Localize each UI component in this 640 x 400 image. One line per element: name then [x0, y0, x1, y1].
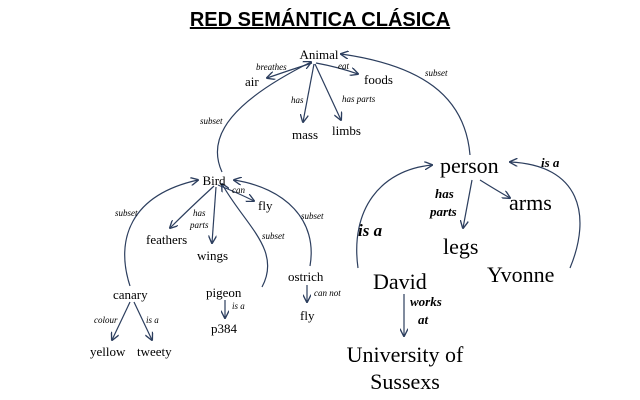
node-bird: Bird: [202, 173, 226, 188]
edge-bird-feathers: [170, 185, 215, 228]
node-animal: Animal: [300, 47, 339, 62]
edge-person-legs: [463, 179, 473, 228]
edge-label-colour: colour: [94, 315, 118, 325]
edge-label-has-parts: has parts: [342, 94, 376, 104]
edge-label-person-has: has: [435, 186, 454, 201]
edge-pigeon-bird-subset: [222, 184, 269, 288]
edge-label-works: works: [410, 294, 442, 309]
edge-ostrich-bird-subset: [234, 180, 312, 267]
edge-label-is-a-pigeon: is a: [232, 301, 245, 311]
node-fly: fly: [258, 198, 273, 213]
node-pigeon: pigeon: [206, 285, 242, 300]
edge-animal-foods: [315, 62, 358, 74]
node-university-line1: University of: [347, 342, 464, 367]
edge-canary-yellow: [112, 301, 131, 340]
node-tweety: tweety: [137, 344, 172, 359]
edge-person-arms: [479, 179, 510, 198]
node-air: air: [245, 74, 259, 89]
edge-label-can-not: can not: [314, 288, 341, 298]
node-foods: foods: [364, 72, 393, 87]
edge-label-person-parts: parts: [429, 204, 457, 219]
node-legs: legs: [443, 234, 478, 259]
node-p384: p384: [211, 321, 238, 336]
edge-label-subset-bird: subset: [200, 116, 223, 126]
edge-david-person-isa: [356, 165, 432, 269]
node-canary: canary: [113, 287, 148, 302]
node-ostrich: ostrich: [288, 269, 324, 284]
edge-label-subset-ostrich: subset: [301, 211, 324, 221]
node-limbs: limbs: [332, 123, 361, 138]
edge-label-eat: eat: [338, 61, 349, 71]
edge-label-has: has: [291, 95, 304, 105]
edge-animal-mass: [303, 63, 315, 122]
edge-person-animal-subset: [341, 54, 471, 156]
node-david: David: [373, 269, 427, 294]
edge-bird-animal-subset: [216, 62, 311, 173]
node-mass: mass: [292, 127, 318, 142]
edge-label-subset-pigeon: subset: [262, 231, 285, 241]
edge-label-bird-parts: parts: [189, 220, 209, 230]
edge-canary-tweety: [133, 301, 152, 340]
edge-label-is-a-david: is a: [358, 221, 383, 240]
node-person: person: [440, 153, 499, 178]
node-feathers: feathers: [146, 232, 187, 247]
node-yellow: yellow: [90, 344, 126, 359]
edge-label-at: at: [418, 312, 429, 327]
edge-label-breathes: breathes: [256, 62, 287, 72]
edge-label-subset-canary: subset: [115, 208, 138, 218]
node-yvonne: Yvonne: [487, 262, 554, 287]
edge-label-subset-person: subset: [425, 68, 448, 78]
edge-label-is-a-canary: is a: [146, 315, 159, 325]
edge-canary-bird-subset: [124, 180, 198, 287]
edge-bird-wings: [212, 186, 216, 243]
diagram-title: RED SEMÁNTICA CLÁSICA: [190, 8, 450, 31]
edge-label-can: can: [232, 185, 245, 195]
edge-label-bird-has: has: [193, 208, 206, 218]
edge-label-is-a-yvonne: is a: [541, 155, 560, 170]
node-arms: arms: [509, 190, 552, 215]
node-wings: wings: [197, 248, 228, 263]
node-ostrich-fly: fly: [300, 308, 315, 323]
node-university-line2: Sussexs: [370, 369, 440, 394]
edge-yvonne-person-isa: [510, 162, 581, 269]
edge-animal-limbs: [314, 63, 341, 120]
